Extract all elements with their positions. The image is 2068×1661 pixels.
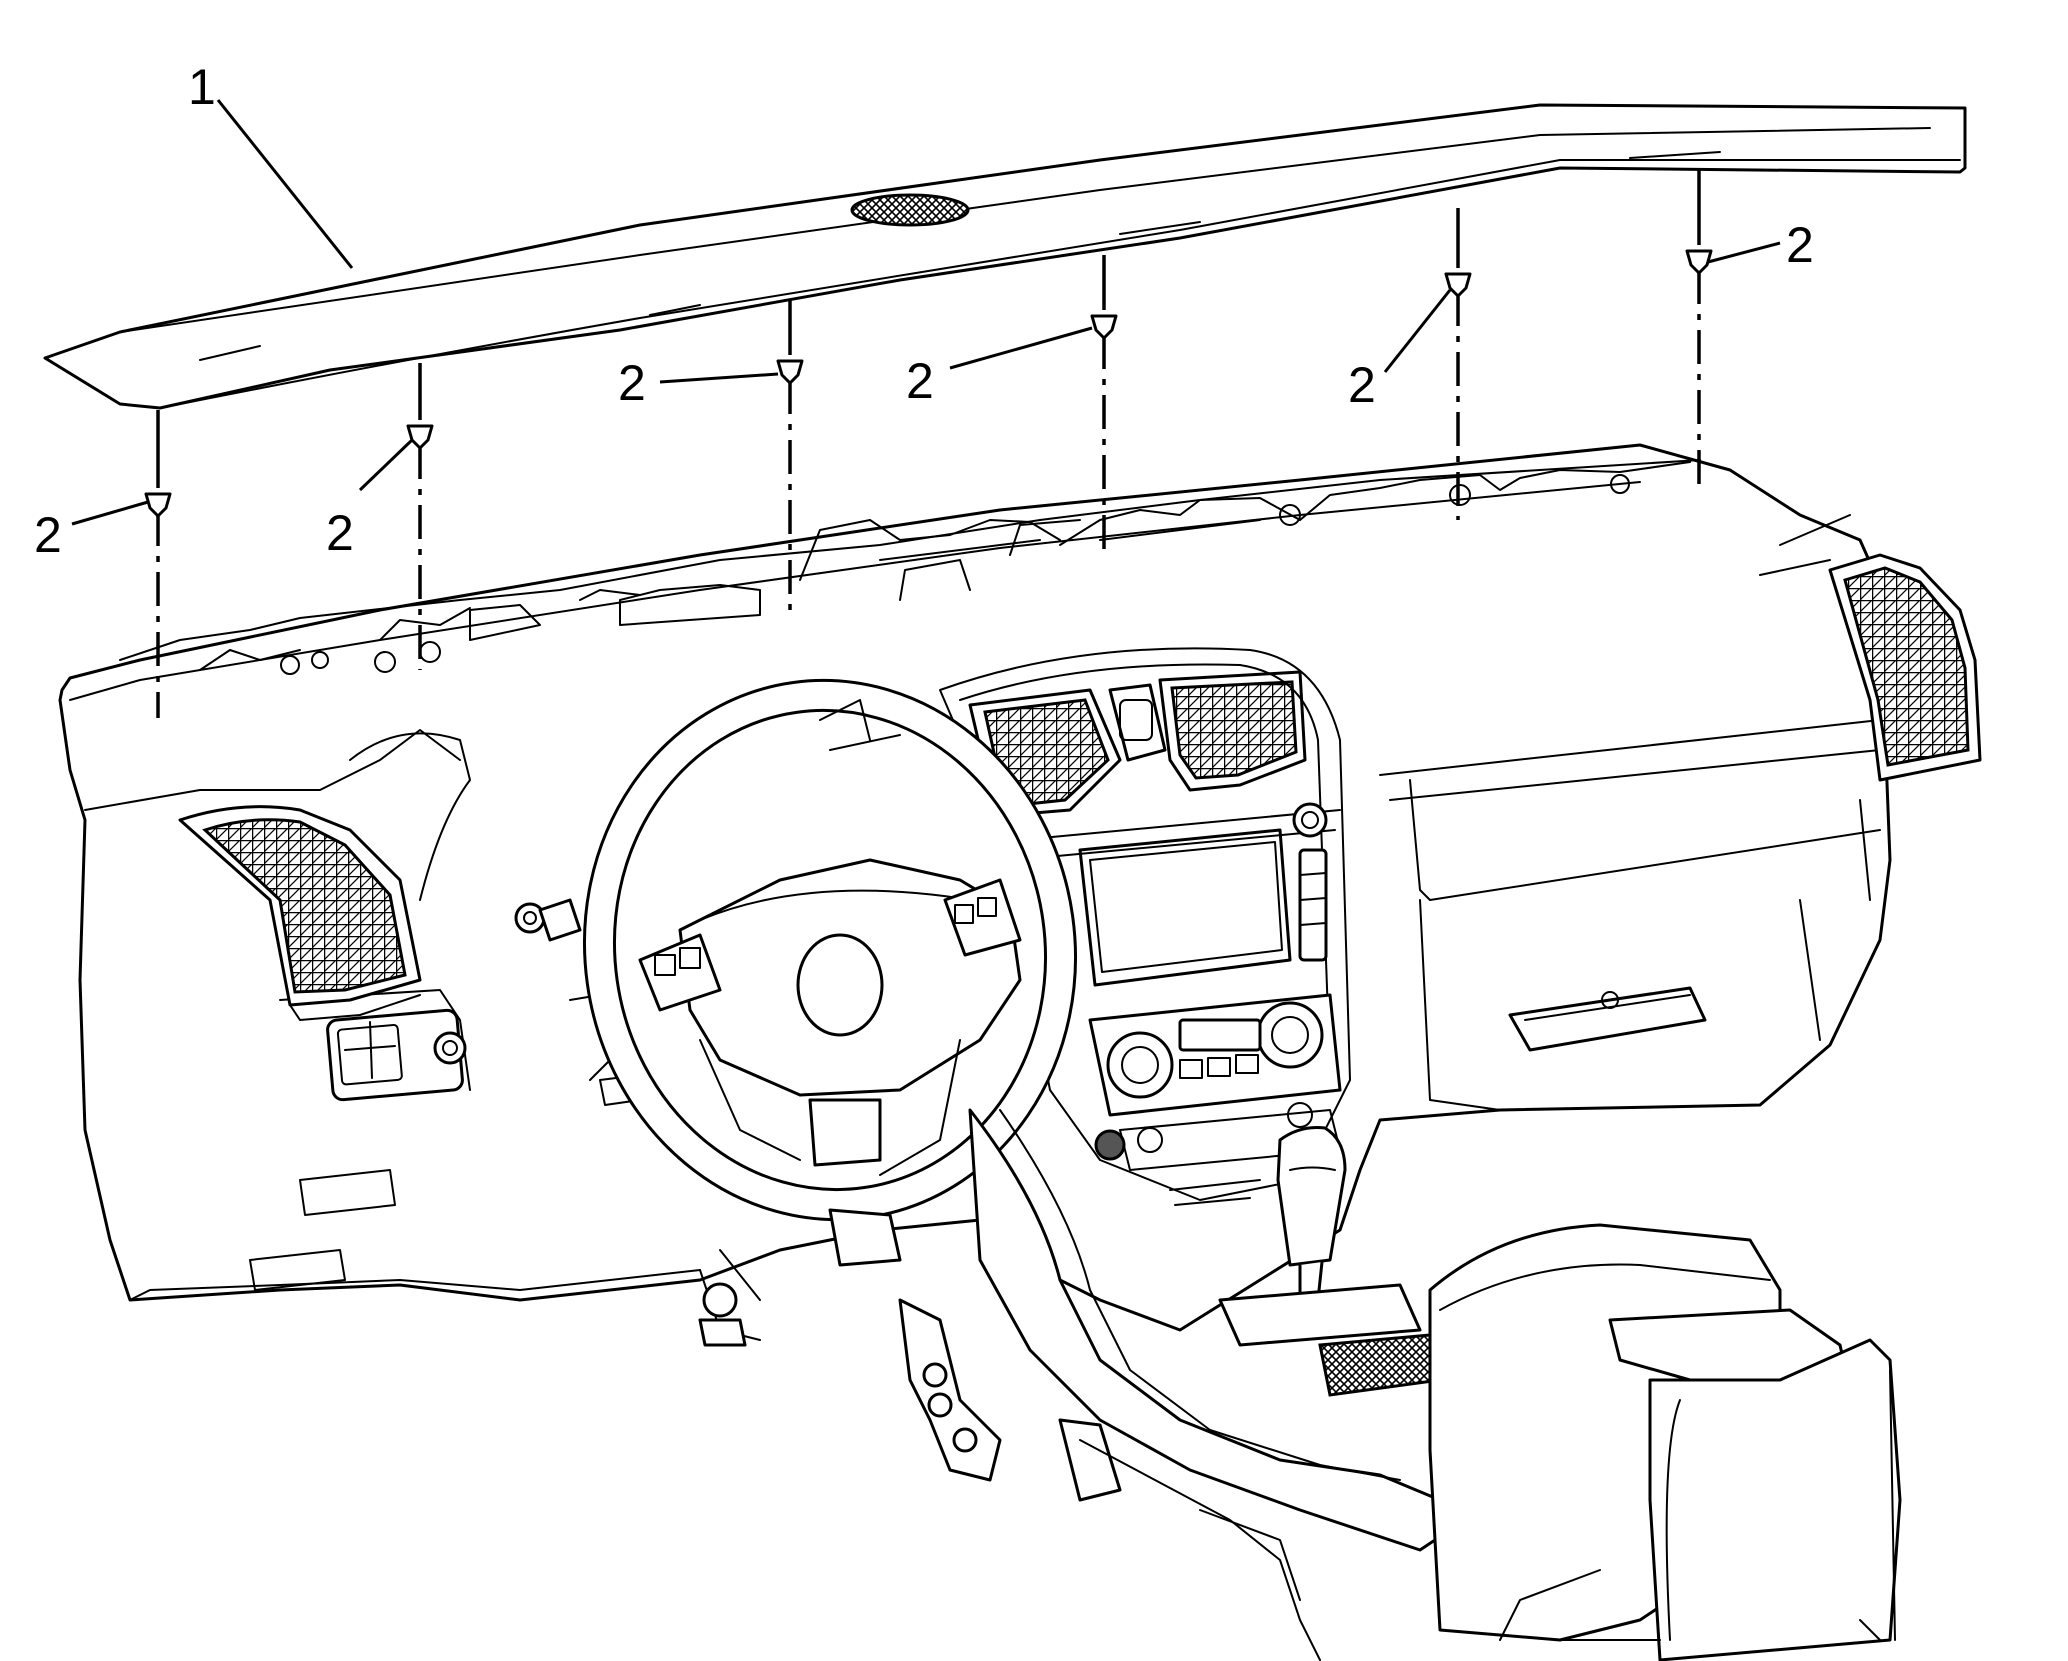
steering-wheel xyxy=(582,678,1078,1347)
navigation-display xyxy=(1078,828,1292,987)
callout-2-d: 2 xyxy=(906,353,934,409)
retainer-clip-5 xyxy=(1444,272,1472,298)
retainer-clip-6 xyxy=(1685,249,1713,275)
callout-2-b: 2 xyxy=(326,505,354,561)
defroster-speaker-grille xyxy=(850,193,970,227)
steering-wheel-emblem xyxy=(796,933,884,1037)
callout-2-c: 2 xyxy=(618,355,646,411)
right-air-vent xyxy=(1828,553,1982,782)
glove-box-handle xyxy=(1508,986,1707,1052)
center-console xyxy=(968,1108,1902,1661)
lower-brackets xyxy=(898,1298,1601,1661)
callout-2-a: 2 xyxy=(34,507,62,563)
retainer-clips xyxy=(144,249,1713,518)
left-air-vent xyxy=(178,805,422,1021)
retainer-clip-3 xyxy=(776,359,804,385)
upper-trim-panel xyxy=(43,103,1967,410)
callout-1: 1 xyxy=(188,59,216,115)
callout-labels: 1 2 2 2 2 2 2 xyxy=(34,59,1814,563)
callout-leaders xyxy=(71,99,1781,526)
retainer-clip-2 xyxy=(406,424,434,450)
callout-2-f: 2 xyxy=(1786,217,1814,273)
retainer-clip-4 xyxy=(1090,314,1118,340)
retainer-clip-1 xyxy=(144,492,172,518)
clip-lines xyxy=(156,168,1701,718)
center-stack xyxy=(939,647,1351,1206)
callout-2-e: 2 xyxy=(1348,357,1376,413)
left-switch-panel xyxy=(326,1008,467,1102)
